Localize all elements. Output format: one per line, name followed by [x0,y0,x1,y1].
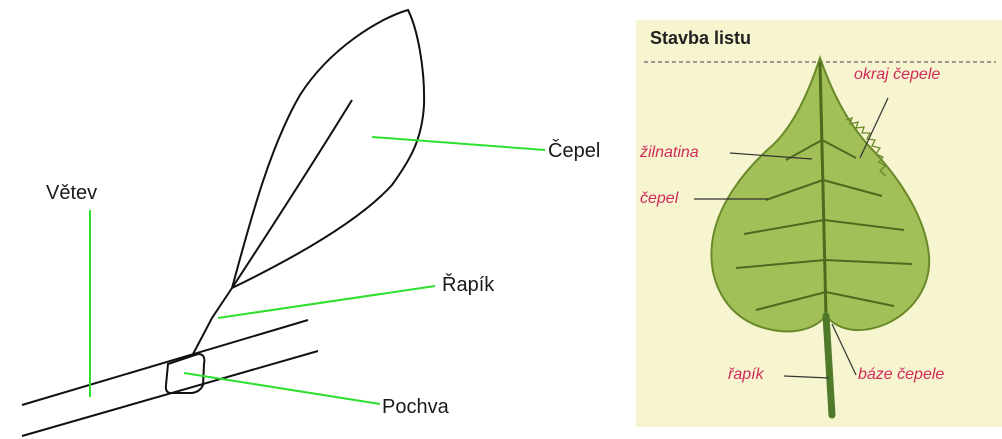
schematic-leaf-diagram: Větev Čepel Řapík Pochva [0,0,620,439]
petiole-pointer-line-right [784,376,829,378]
petiole-pointer-line [218,286,435,318]
midrib-line [232,100,352,288]
label-blade-right: čepel [640,190,678,208]
label-venation: žilnatina [640,144,699,162]
petiole-line [192,288,232,356]
base-pointer-line [832,324,856,375]
leaf-petiole [826,316,832,415]
sheath-pointer-line [184,373,380,404]
branch-upper-edge [22,320,308,405]
illustrated-leaf [636,20,1002,427]
label-petiole: Řapík [442,274,494,297]
leaf-structure-illustration: Stavba listu okraj čepele žilnatina čepe… [636,20,1002,427]
label-blade: Čepel [548,140,600,163]
schematic-leaf-drawing [0,0,620,439]
label-base: báze čepele [858,366,944,384]
blade-pointer-line [372,137,545,150]
blade-outline [232,10,424,288]
label-petiole-right: řapík [728,366,764,384]
label-margin: okraj čepele [854,66,940,84]
illustration-title: Stavba listu [650,28,751,49]
label-branch: Větev [46,182,97,205]
label-sheath: Pochva [382,396,449,419]
